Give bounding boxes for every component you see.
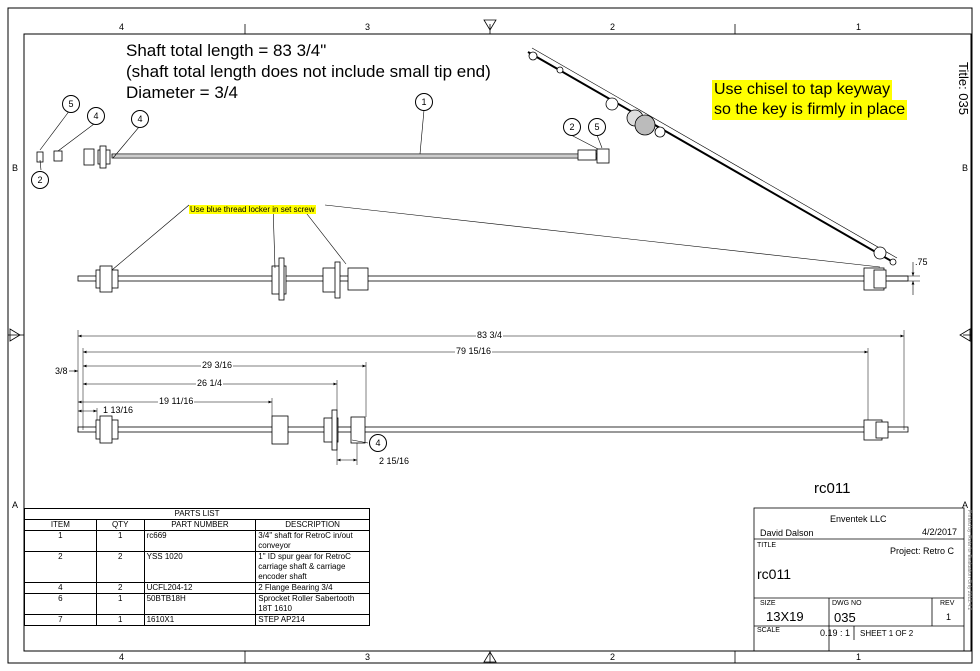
zone-label-right-a: A bbox=[962, 500, 969, 510]
table-row: 6 1 50BTB18H Sprocket Roller Sabertooth … bbox=[24, 593, 370, 615]
balloon-item-2: 2 bbox=[563, 118, 581, 136]
parts-list-title: PARTS LIST bbox=[24, 508, 370, 520]
dim-total-length: 83 3/4 bbox=[476, 330, 504, 340]
title-block-size: 13X19 bbox=[766, 609, 804, 624]
parts-cell-desc: 2 Flange Bearing 3/4 bbox=[255, 582, 370, 594]
parts-cell-qty: 1 bbox=[95, 614, 145, 626]
title-block-dwg-label: DWG NO bbox=[832, 600, 862, 607]
side-print-stamp: Printed by: Reta for Evaluation Only 201… bbox=[966, 510, 972, 611]
parts-cell-desc: 1" ID spur gear for RetroC carriage shaf… bbox=[255, 551, 370, 583]
zone-label-top-2: 2 bbox=[610, 22, 616, 32]
centering-marks bbox=[9, 19, 971, 663]
zone-label-left-b: B bbox=[12, 163, 19, 173]
note-thread-locker-text: Use blue thread locker in set screw bbox=[189, 205, 316, 214]
parts-cell-part: rc669 bbox=[143, 530, 257, 552]
title-block-rev: 1 bbox=[946, 612, 952, 622]
dim-3-8: 3/8 bbox=[54, 366, 69, 376]
title-block-lines bbox=[753, 507, 965, 652]
exploded-shaft bbox=[36, 145, 610, 169]
parts-cell-part: YSS 1020 bbox=[143, 551, 257, 583]
note-keyway-line1: Use chisel to tap keyway bbox=[712, 80, 893, 100]
balloon-item-4: 4 bbox=[87, 107, 105, 125]
zone-label-bottom-3: 3 bbox=[365, 652, 371, 662]
zone-label-right-b: B bbox=[962, 163, 969, 173]
dim-29-3-16: 29 3/16 bbox=[201, 360, 234, 370]
parts-cell-item: 7 bbox=[24, 614, 97, 626]
parts-header-qty: QTY bbox=[95, 519, 145, 531]
thread-locker-leaders bbox=[111, 204, 881, 271]
zone-label-left-a: A bbox=[12, 500, 19, 510]
balloon-item-1: 1 bbox=[415, 93, 433, 111]
table-row: 7 1 1610X1 STEP AP214 bbox=[24, 614, 370, 626]
title-block-date: 4/2/2017 bbox=[922, 527, 958, 537]
title-block-drawn-by: David Dalson bbox=[760, 528, 814, 538]
title-block-scale-label: SCALE bbox=[757, 627, 780, 634]
zone-label-top-3: 3 bbox=[365, 22, 371, 32]
note-shaft-length: Shaft total length = 83 3/4" bbox=[126, 41, 327, 60]
parts-header-description: DESCRIPTION bbox=[255, 519, 370, 531]
parts-header-item: ITEM bbox=[24, 519, 97, 531]
zone-label-bottom-4: 4 bbox=[119, 652, 125, 662]
note-thread-locker: Use blue thread locker in set screw bbox=[189, 199, 316, 217]
title-block-title: rc011 bbox=[757, 566, 791, 582]
side-title: Title: 035 bbox=[956, 62, 971, 115]
parts-cell-qty: 2 bbox=[95, 582, 145, 594]
title-block-company: Enventek LLC bbox=[830, 514, 887, 524]
parts-cell-item: 1 bbox=[24, 530, 97, 552]
dim-2-15-16: 2 15/16 bbox=[378, 456, 411, 466]
balloon-item-2: 2 bbox=[31, 171, 49, 189]
parts-cell-part: 1610X1 bbox=[143, 614, 257, 626]
dim-75 bbox=[888, 262, 920, 295]
zone-label-top-4: 4 bbox=[119, 22, 125, 32]
title-block-rev-label: REV bbox=[940, 600, 955, 607]
title-block-scale: 0.19 : 1 bbox=[820, 628, 851, 638]
table-row: 4 2 UCFL204-12 2 Flange Bearing 3/4 bbox=[24, 582, 370, 594]
extension-lines bbox=[77, 330, 905, 465]
dim-1-13-16: 1 13/16 bbox=[102, 405, 135, 415]
balloon-item-5: 5 bbox=[62, 95, 80, 113]
drawing-part-label: rc011 bbox=[814, 480, 851, 497]
title-block-sheet: SHEET 1 OF 2 bbox=[860, 629, 914, 638]
note-tip-end: (shaft total length does not include sma… bbox=[126, 62, 491, 81]
balloon-item-4: 4 bbox=[369, 434, 387, 452]
parts-cell-qty: 2 bbox=[95, 551, 145, 583]
parts-cell-item: 6 bbox=[24, 593, 97, 615]
title-block-project: Project: Retro C bbox=[890, 546, 955, 556]
balloon-item-5: 5 bbox=[588, 118, 606, 136]
balloon-item-4: 4 bbox=[131, 110, 149, 128]
parts-header-part-number: PART NUMBER bbox=[143, 519, 257, 531]
dimensioned-view bbox=[77, 409, 909, 451]
parts-cell-qty: 1 bbox=[95, 593, 145, 615]
parts-cell-qty: 1 bbox=[95, 530, 145, 552]
parts-cell-item: 4 bbox=[24, 582, 97, 594]
parts-cell-desc: Sprocket Roller Sabertooth 18T 1610 bbox=[255, 593, 370, 615]
zone-label-top-1: 1 bbox=[856, 22, 862, 32]
zone-label-bottom-2: 2 bbox=[610, 652, 616, 662]
dim-diameter-75: .75 bbox=[914, 257, 929, 267]
title-block-title-label: TITLE bbox=[757, 542, 777, 549]
note-keyway: Use chisel to tap keyway so the key is f… bbox=[712, 80, 908, 120]
zone-label-bottom-1: 1 bbox=[856, 652, 862, 662]
note-keyway-line2: so the key is firmly in place bbox=[712, 100, 908, 120]
dim-79-15-16: 79 15/16 bbox=[455, 346, 493, 356]
title-block-size-label: SIZE bbox=[760, 600, 776, 607]
zone-ticks bbox=[8, 24, 972, 663]
exploded-leaders bbox=[39, 109, 603, 171]
note-diameter: Diameter = 3/4 bbox=[126, 83, 238, 102]
parts-cell-desc: 3/4" shaft for RetroC in/out conveyor bbox=[255, 530, 370, 552]
isometric-view bbox=[527, 47, 898, 266]
parts-cell-item: 2 bbox=[24, 551, 97, 583]
side-view-assembly bbox=[77, 257, 909, 301]
parts-cell-desc: STEP AP214 bbox=[255, 614, 370, 626]
inner-border bbox=[23, 33, 972, 652]
parts-cell-part: UCFL204-12 bbox=[143, 582, 257, 594]
parts-cell-part: 50BTB18H bbox=[143, 593, 257, 615]
title-block-dwg-no: 035 bbox=[834, 610, 856, 625]
table-row: 2 2 YSS 1020 1" ID spur gear for RetroC … bbox=[24, 551, 370, 583]
dim-19-11-16: 19 11/16 bbox=[158, 396, 195, 406]
table-row: 1 1 rc669 3/4" shaft for RetroC in/out c… bbox=[24, 530, 370, 552]
parts-list-table: PARTS LIST ITEM QTY PART NUMBER DESCRIPT… bbox=[24, 508, 370, 626]
dim-26-1-4: 26 1/4 bbox=[196, 378, 224, 388]
